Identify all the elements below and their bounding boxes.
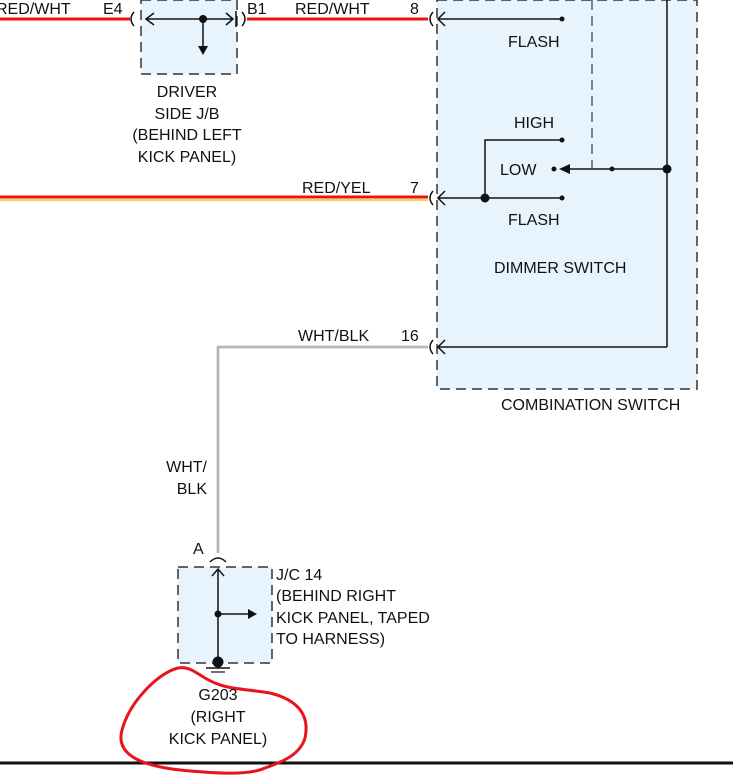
flash-bottom-contact (559, 195, 565, 201)
driver-jb-box (140, 0, 238, 75)
position-low: LOW (500, 162, 537, 179)
ground-label-3: KICK PANEL) (169, 731, 267, 748)
pin-label-a: A (193, 541, 204, 558)
position-high: HIGH (514, 115, 554, 132)
wire-wht-blk (216, 345, 428, 553)
high-contact-line (484, 139, 562, 198)
wire-label-wht-blk-vertical-1: WHT/ (166, 459, 207, 476)
wire-label-wht-blk: WHT/BLK (298, 328, 369, 345)
ground-label-2: (RIGHT (190, 709, 245, 726)
combination-switch-label: COMBINATION SWITCH (501, 397, 680, 414)
annotation-circle (119, 666, 308, 775)
pin-label-e4: E4 (103, 1, 123, 18)
wire-label-red-yel: RED/YEL (302, 180, 371, 197)
low-contact (551, 166, 557, 172)
jb-right-arrow-icon (225, 12, 235, 26)
switch-pivot-dot (609, 166, 615, 172)
jb-down-arrow-icon (198, 46, 208, 55)
jc14-label-3: KICK PANEL, TAPED (276, 610, 430, 627)
dimmer-switch-label: DIMMER SWITCH (494, 260, 626, 277)
pin16-arrow-icon (436, 339, 446, 355)
wire-label-red-wht-left: RED/WHT (0, 1, 71, 18)
pin-label-16: 16 (401, 328, 419, 345)
flash-top-contact (559, 16, 565, 22)
wire-label-wht-blk-vertical-2: BLK (177, 481, 208, 498)
jc14-label-4: TO HARNESS) (276, 631, 385, 648)
combination-switch-box (436, 0, 698, 390)
jc-right-arrow-icon (248, 609, 257, 619)
connector-b1 (241, 11, 246, 27)
driver-jb-label-2: SIDE J/B (155, 106, 220, 123)
driver-jb-label-4: KICK PANEL) (138, 149, 236, 166)
driver-jb-label-1: DRIVER (157, 84, 217, 101)
pin-label-8: 8 (410, 1, 419, 18)
position-flash-bottom: FLASH (508, 212, 560, 229)
pin-label-b1: B1 (247, 1, 267, 18)
connector-8 (429, 11, 434, 27)
connector-e4 (130, 11, 135, 27)
jc14-box (177, 566, 273, 664)
high-contact (559, 137, 565, 143)
position-flash-top: FLASH (508, 34, 560, 51)
wire-label-red-wht-mid: RED/WHT (295, 1, 370, 18)
connector-a (209, 557, 227, 563)
pin-label-7: 7 (410, 180, 419, 197)
ground-point-dot (212, 656, 224, 668)
pin7-splice-dot (480, 193, 490, 203)
jc14-label-2: (BEHIND RIGHT (276, 588, 396, 605)
driver-jb-label-3: (BEHIND LEFT (132, 127, 242, 144)
ground-label-1: G203 (198, 687, 237, 704)
jc14-label-1: J/C 14 (276, 567, 322, 584)
connector-16 (429, 339, 434, 355)
switch-blade-arrow-icon (559, 164, 570, 174)
jb-left-arrow-icon (144, 12, 155, 26)
connector-7 (429, 190, 434, 206)
